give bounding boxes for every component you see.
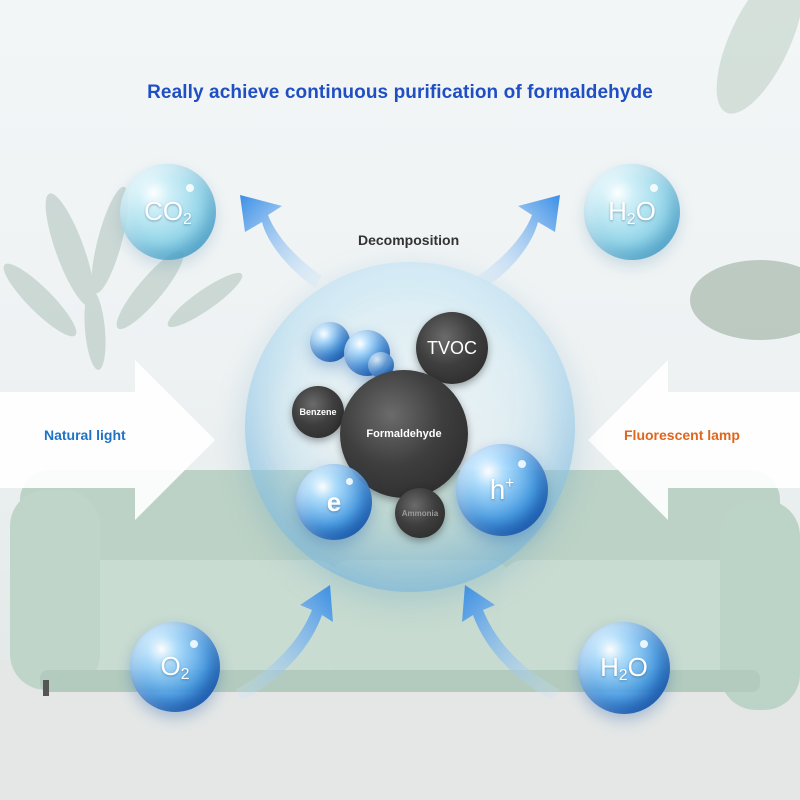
natural-light-label: Natural light [44, 427, 126, 443]
formaldehyde-label: Formaldehyde [366, 428, 442, 440]
benzene-particle: Benzene [292, 386, 344, 438]
tvoc-particle: TVOC [416, 312, 488, 384]
co2-bubble: CO2 [120, 164, 216, 260]
arrow-to-co2 [240, 195, 322, 288]
natural-light-arrow [0, 360, 215, 520]
arrow-from-o2 [235, 585, 333, 700]
h2o-bottom-label: H2O [600, 651, 648, 684]
electron-particle: e [296, 464, 372, 540]
h2o-top-label: H2O [608, 195, 656, 228]
arrow-from-h2o-bottom [462, 585, 560, 700]
o2-bubble: O2 [130, 622, 220, 712]
water-droplet [310, 322, 350, 362]
fluorescent-lamp-arrow [588, 360, 800, 520]
electron-label: e [326, 486, 342, 517]
page-title: Really achieve continuous purification o… [147, 82, 653, 103]
hole-label: h+ [489, 474, 515, 505]
o2-label: O2 [160, 650, 190, 683]
ammonia-label: Ammonia [401, 508, 439, 518]
leaf-blur-top [716, 0, 800, 114]
co2-label: CO2 [144, 195, 192, 228]
h2o-top-bubble: H2O [584, 164, 680, 260]
h2o-bottom-bubble: H2O [578, 622, 670, 714]
leaf-blur-right [690, 260, 800, 340]
ammonia-particle: Ammonia [395, 488, 445, 538]
benzene-label: Benzene [299, 407, 337, 417]
arrow-to-h2o-top [478, 195, 560, 288]
hole-particle: h+ [456, 444, 548, 536]
plant-illustration [3, 186, 243, 370]
fluorescent-lamp-label: Fluorescent lamp [624, 427, 740, 443]
tvoc-label: TVOC [426, 337, 477, 358]
decomposition-label: Decomposition [358, 232, 460, 248]
